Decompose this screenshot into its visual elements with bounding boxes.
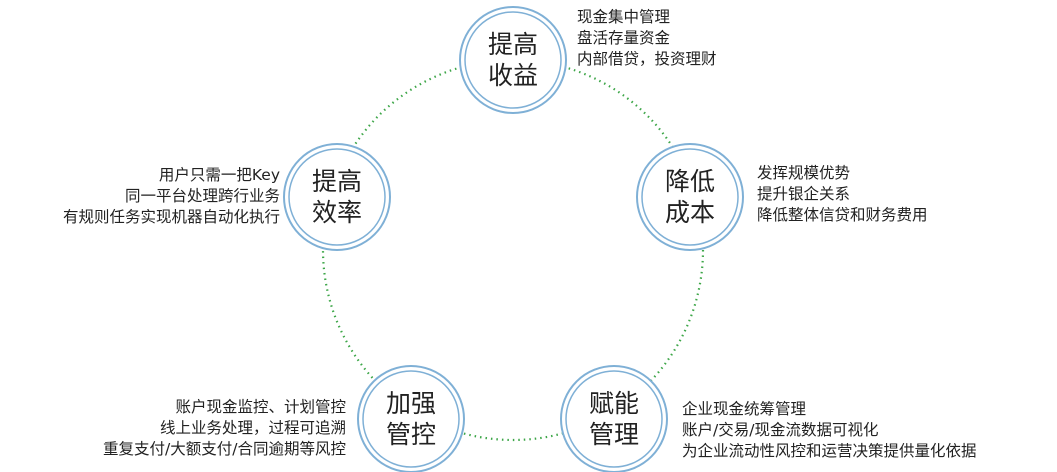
desc-line: 用户只需一把Key [158, 166, 280, 184]
desc-line: 有规则任务实现机器自动化执行 [62, 208, 280, 226]
node-empower-management: 赋能 管理 [562, 367, 666, 471]
node-label-line1: 降低 [664, 167, 715, 196]
desc-increase-revenue: 现金集中管理 盘活存量资金 内部借贷，投资理财 [577, 7, 717, 70]
node-reduce-cost: 降低 成本 [638, 145, 742, 249]
node-strengthen-control: 加强 管控 [359, 367, 463, 471]
node-label-line2: 成本 [664, 198, 715, 227]
desc-line: 发挥规模优势 [757, 164, 851, 182]
desc-line: 线上业务处理，过程可追溯 [159, 419, 346, 437]
node-label-line2: 管理 [588, 420, 639, 449]
desc-line: 盘活存量资金 [577, 29, 671, 47]
desc-line: 提升银企关系 [757, 185, 851, 203]
node-label-line1: 加强 [385, 389, 436, 418]
node-label-line1: 赋能 [588, 389, 639, 418]
node-label-line2: 管控 [385, 420, 436, 449]
desc-strengthen-control: 账户现金监控、计划管控 线上业务处理，过程可追溯 重复支付/大额支付/合同逾期等… [103, 397, 346, 460]
desc-reduce-cost: 发挥规模优势 提升银企关系 降低整体信贷和财务费用 [757, 163, 928, 226]
desc-line: 为企业流动性风控和运营决策提供量化依据 [682, 442, 977, 460]
node-label-line2: 收益 [487, 61, 538, 90]
desc-line: 同一平台处理跨行业务 [124, 187, 280, 205]
node-label-line2: 效率 [311, 198, 362, 227]
node-rings [283, 6, 744, 472]
desc-line: 降低整体信贷和财务费用 [757, 206, 928, 224]
ring-increase-revenue [459, 6, 567, 114]
node-increase-revenue: 提高 收益 [461, 8, 565, 112]
desc-line: 内部借贷，投资理财 [577, 50, 717, 68]
desc-line: 重复支付/大额支付/合同逾期等风控 [103, 440, 346, 458]
ring-reduce-cost [636, 143, 744, 251]
desc-line: 企业现金统筹管理 [682, 400, 807, 418]
desc-line: 账户/交易/现金流数据可视化 [682, 421, 879, 439]
desc-line: 账户现金监控、计划管控 [175, 398, 346, 416]
dotted-cycle-ring [321, 58, 705, 442]
node-improve-efficiency: 提高 效率 [285, 145, 389, 249]
desc-empower-management: 企业现金统筹管理 账户/交易/现金流数据可视化 为企业流动性风控和运营决策提供量… [682, 399, 977, 462]
ring-empower-management [560, 365, 668, 472]
desc-improve-efficiency: 用户只需一把Key 同一平台处理跨行业务 有规则任务实现机器自动化执行 [63, 165, 280, 228]
ring-strengthen-control [357, 365, 465, 472]
desc-line: 现金集中管理 [577, 8, 671, 26]
node-label-line1: 提高 [487, 30, 538, 59]
node-label-line1: 提高 [311, 167, 362, 196]
ring-improve-efficiency [283, 143, 391, 251]
